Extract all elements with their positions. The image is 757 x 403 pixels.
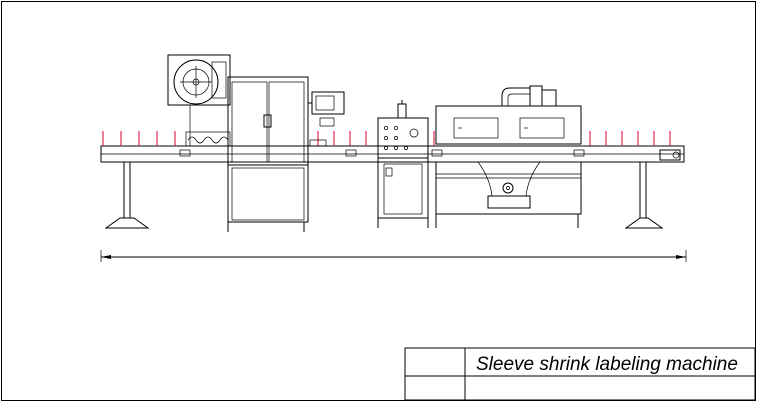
label-reel-unit [167,54,231,147]
labeling-cabinet [227,76,345,232]
length-dimension [100,250,687,262]
shrink-tunnel [435,85,582,228]
drawing-title: Sleeve shrink labeling machine [476,354,738,375]
control-box [377,100,429,228]
bottle-markers [102,131,671,146]
title-block: Sleeve shrink labeling machine [404,347,756,401]
conveyor [100,145,685,229]
